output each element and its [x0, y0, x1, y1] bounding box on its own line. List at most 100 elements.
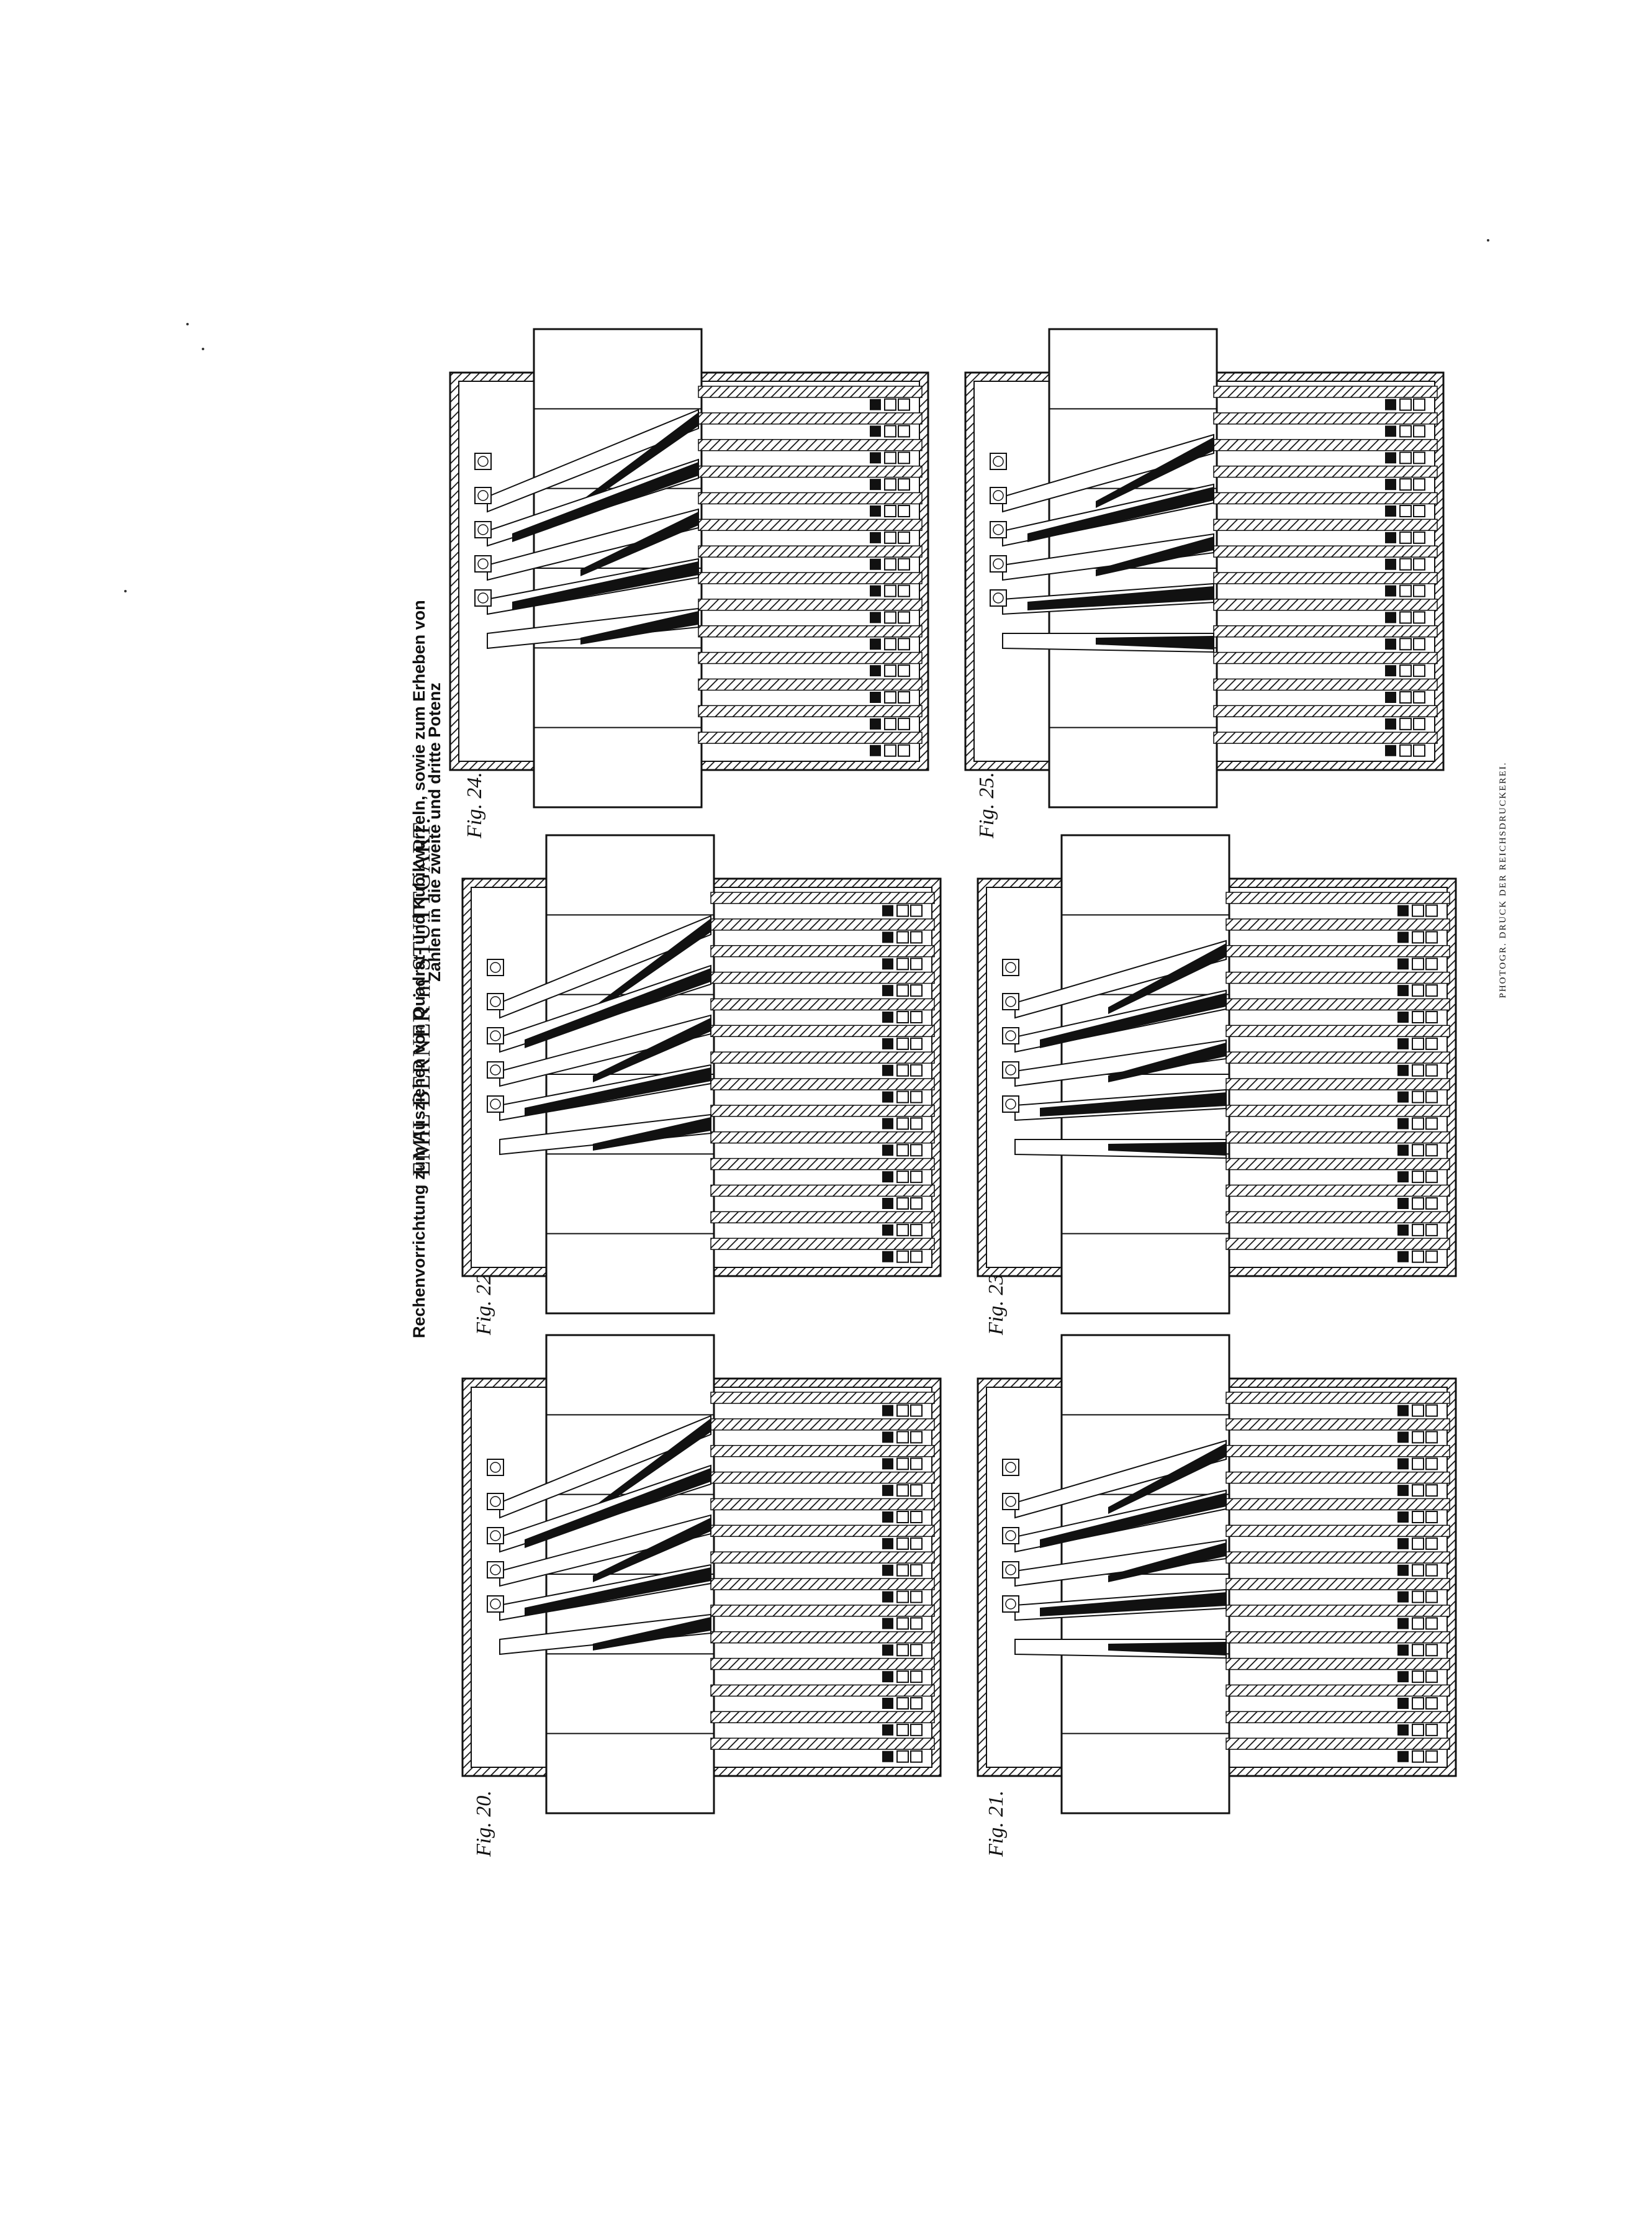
knob-ring — [1005, 1064, 1016, 1076]
knob-ring — [490, 1598, 501, 1610]
digit-marker — [870, 505, 881, 517]
rod — [1225, 944, 1450, 958]
knob — [990, 555, 1007, 573]
digit-box — [1412, 1117, 1424, 1130]
digit-box — [898, 664, 910, 677]
digit-marker — [1397, 1224, 1409, 1236]
rod — [698, 519, 923, 532]
digit-marker — [882, 1038, 893, 1049]
digit-marker — [882, 1091, 893, 1103]
knob — [474, 521, 492, 538]
digit-box — [1412, 1670, 1424, 1683]
digit-box — [1413, 478, 1425, 491]
digit-box — [896, 1644, 909, 1657]
digit-marker — [870, 638, 881, 650]
connector-band — [1014, 1439, 1227, 1519]
rod — [1213, 732, 1438, 744]
rod — [1213, 519, 1438, 532]
knob-ring — [1005, 1598, 1016, 1610]
connector-band-fill — [512, 462, 698, 542]
rod — [710, 1551, 935, 1564]
rod — [1213, 465, 1438, 478]
connector-band — [499, 915, 711, 1019]
rod — [710, 1025, 935, 1038]
rod — [1225, 1392, 1450, 1404]
knob — [1002, 1459, 1019, 1476]
figure-label: Fig. 20. — [472, 1790, 495, 1857]
connector-band — [487, 508, 699, 581]
digit-marker — [1397, 1038, 1409, 1049]
connector-band-fill — [1108, 1642, 1226, 1656]
connector-band-fill — [593, 1617, 711, 1651]
digit-box — [910, 1223, 923, 1236]
digit-box — [1412, 1144, 1424, 1157]
digit-box — [896, 1484, 909, 1497]
digit-box — [910, 1564, 923, 1577]
knob-ring — [490, 1462, 501, 1473]
digit-marker — [870, 452, 881, 464]
digit-box — [1412, 1590, 1424, 1603]
digit-marker — [1397, 1591, 1409, 1603]
digit-box — [1425, 984, 1438, 997]
figure-22: Fig. 22. — [461, 834, 942, 1336]
digit-marker — [882, 1118, 893, 1130]
digit-box — [910, 1197, 923, 1210]
knob-ring — [490, 1030, 501, 1041]
digit-box — [1412, 1511, 1424, 1523]
rod — [710, 1444, 935, 1457]
digit-box — [1425, 1590, 1438, 1603]
digit-box — [896, 984, 909, 997]
digit-marker — [1385, 692, 1396, 703]
digit-marker — [882, 1591, 893, 1603]
rod — [710, 892, 935, 904]
digit-marker — [1397, 931, 1409, 943]
digit-box — [910, 904, 923, 917]
connector-band-fill — [1027, 487, 1214, 542]
rod — [1213, 386, 1438, 398]
digit-box — [884, 664, 896, 677]
digit-box — [896, 1590, 909, 1603]
knob-ring — [993, 490, 1004, 501]
digit-box — [910, 1090, 923, 1103]
digit-box — [1399, 664, 1412, 677]
connector-band-fill — [580, 512, 698, 576]
digit-box — [884, 531, 896, 544]
digit-marker — [882, 985, 893, 997]
digit-box — [1413, 531, 1425, 544]
connector-band — [499, 1113, 711, 1156]
rod — [1225, 1444, 1450, 1457]
digit-marker — [882, 1431, 893, 1443]
digit-box — [1425, 1117, 1438, 1130]
digit-marker — [882, 1724, 893, 1736]
rod — [710, 1211, 935, 1224]
digit-box — [910, 1144, 923, 1157]
digit-box — [1425, 1644, 1438, 1657]
figure-20: Fig. 20. — [461, 1334, 942, 1857]
digit-box — [1425, 1090, 1438, 1103]
knob — [487, 1095, 504, 1113]
digit-marker — [1385, 718, 1396, 730]
digit-marker — [1397, 1485, 1409, 1497]
digit-box — [896, 1090, 909, 1103]
digit-box — [1425, 1564, 1438, 1577]
rod — [1225, 1657, 1450, 1670]
rod — [710, 944, 935, 958]
digit-marker — [1385, 638, 1396, 650]
digit-box — [896, 1250, 909, 1263]
digit-box — [1399, 531, 1412, 544]
connector-band — [1014, 1039, 1227, 1087]
digit-box — [910, 1250, 923, 1263]
digit-box — [1425, 1404, 1438, 1417]
digit-box — [898, 531, 910, 544]
digit-box — [884, 425, 896, 438]
rod — [1213, 625, 1438, 638]
digit-marker — [882, 905, 893, 917]
connector-band — [499, 1415, 711, 1519]
rod — [1225, 1131, 1450, 1144]
rod — [698, 412, 923, 425]
knob — [474, 453, 492, 470]
rod — [710, 1737, 935, 1750]
rod — [1225, 1471, 1450, 1484]
digit-box — [1413, 584, 1425, 597]
connector-band-fill — [1096, 537, 1214, 576]
